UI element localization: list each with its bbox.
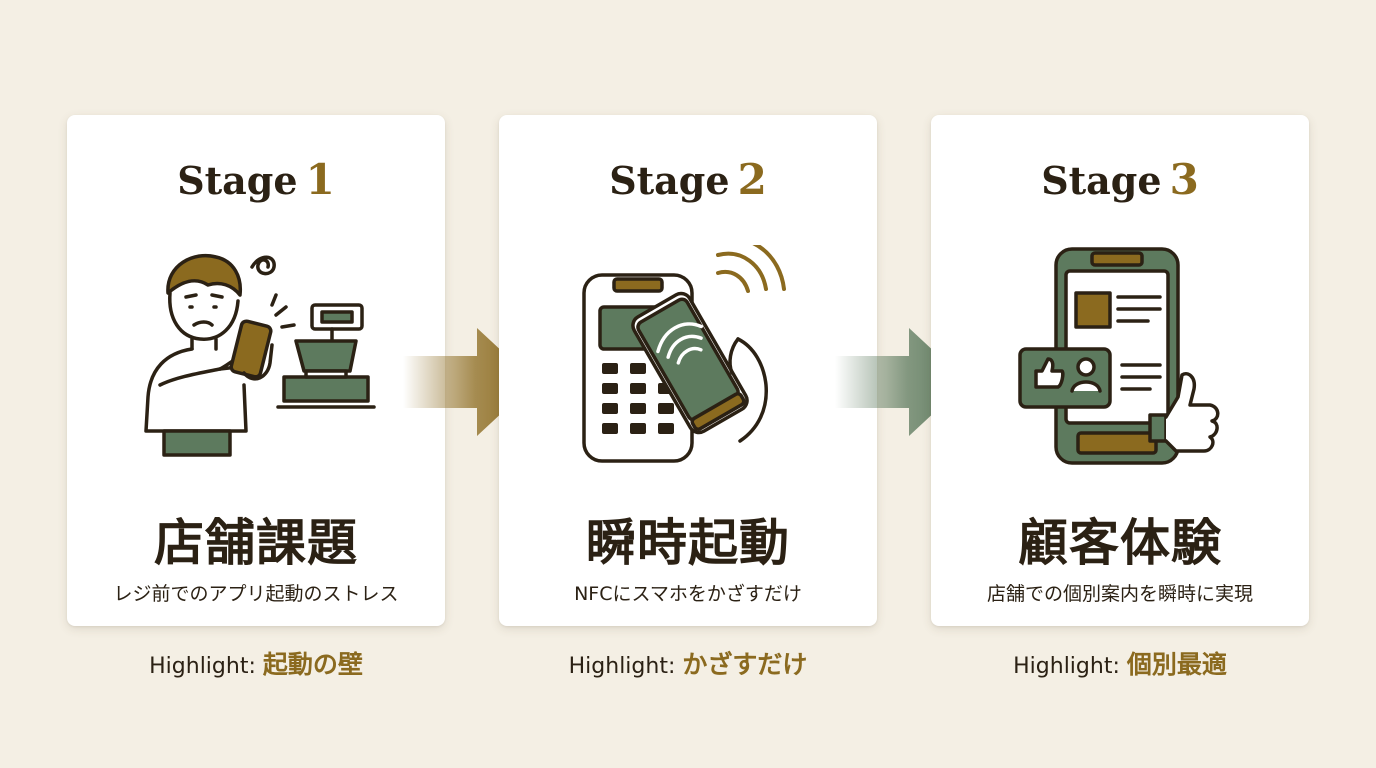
- stage-heading-3: 顧客体験: [1018, 513, 1222, 572]
- highlight-2: Highlight: かざすだけ: [499, 645, 877, 681]
- stage-caption-1: レジ前でのアプリ起動のストレス: [113, 583, 399, 605]
- highlight-value-2: かざすだけ: [682, 650, 808, 679]
- stage-number-3: 3: [1169, 155, 1199, 204]
- phone-with-personalized-content-and-thumbs-up-icon: [1018, 247, 1220, 465]
- stage-word-1: Stage: [177, 158, 298, 203]
- stage-word-2: Stage: [609, 158, 730, 203]
- stage-number-1: 1: [305, 155, 335, 204]
- highlight-label-3: Highlight:: [1013, 654, 1120, 679]
- stage-word-3: Stage: [1041, 158, 1162, 203]
- stage-heading-2: 瞬時起動: [586, 513, 790, 572]
- stage-caption-3: 店舗での個別案内を瞬時に実現: [986, 583, 1253, 605]
- nfc-phone-tap-terminal-icon: [582, 245, 786, 463]
- highlight-value-3: 個別最適: [1126, 650, 1227, 679]
- highlight-label-2: Highlight:: [568, 654, 676, 679]
- highlight-label-1: Highlight:: [149, 654, 256, 679]
- stage-heading-1: 店舗課題: [154, 513, 358, 572]
- stage-number-2: 2: [737, 155, 767, 204]
- confused-person-with-phone-and-register-icon: [144, 254, 376, 457]
- highlight-1: Highlight: 起動の壁: [67, 645, 445, 681]
- highlight-3: Highlight: 個別最適: [931, 645, 1309, 681]
- highlight-value-1: 起動の壁: [262, 650, 363, 679]
- stage-caption-2: NFCにスマホをかざすだけ: [574, 583, 802, 605]
